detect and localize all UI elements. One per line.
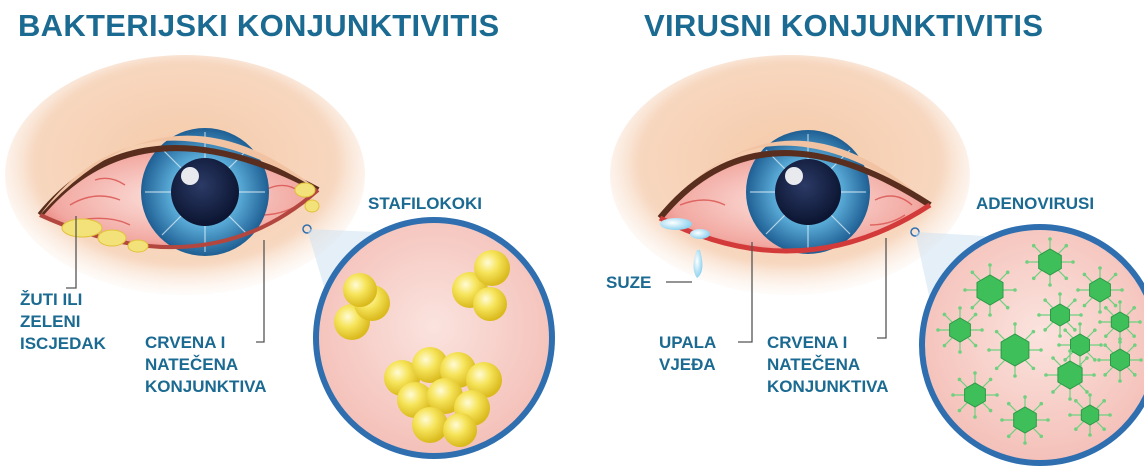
- adenovirus-icon: [963, 263, 1017, 317]
- adenovirus-icon: [1097, 337, 1143, 383]
- adenovirus-icon: [951, 371, 999, 419]
- viral-pathogen-label: ADENOVIRUSI: [976, 193, 1094, 215]
- adenovirus-icon: [987, 322, 1043, 378]
- viral-magnifier-circle: [915, 227, 1144, 463]
- adenovirus-icon: [1000, 395, 1050, 445]
- adenovirus-icon: [1076, 266, 1124, 314]
- bacterial-eye-illustration: [5, 55, 365, 295]
- adenovirus-icon: [1044, 349, 1096, 401]
- bacterial-magnifier-circle: [307, 220, 552, 456]
- adenovirus-icon: [1057, 322, 1103, 368]
- viral-eye-illustration: [610, 55, 970, 295]
- bacterial-pathogen-label: STAFILOKOKI: [368, 193, 482, 215]
- adenovirus-icon: [1068, 393, 1112, 437]
- adenovirus-icon: [1037, 292, 1083, 338]
- eyelid-label: UPALA VJEĐA: [659, 332, 716, 376]
- adenovirus-icon: [936, 306, 984, 354]
- discharge-label: ŽUTI ILI ZELENI ISCJEDAK: [20, 289, 106, 355]
- tears-label: SUZE: [606, 272, 651, 294]
- viral-conjunctiva-label: CRVENA I NATEČENA KONJUNKTIVA: [767, 332, 889, 398]
- adenovirus-icon: [1025, 237, 1075, 287]
- bacterial-conjunctiva-label: CRVENA I NATEČENA KONJUNKTIVA: [145, 332, 267, 398]
